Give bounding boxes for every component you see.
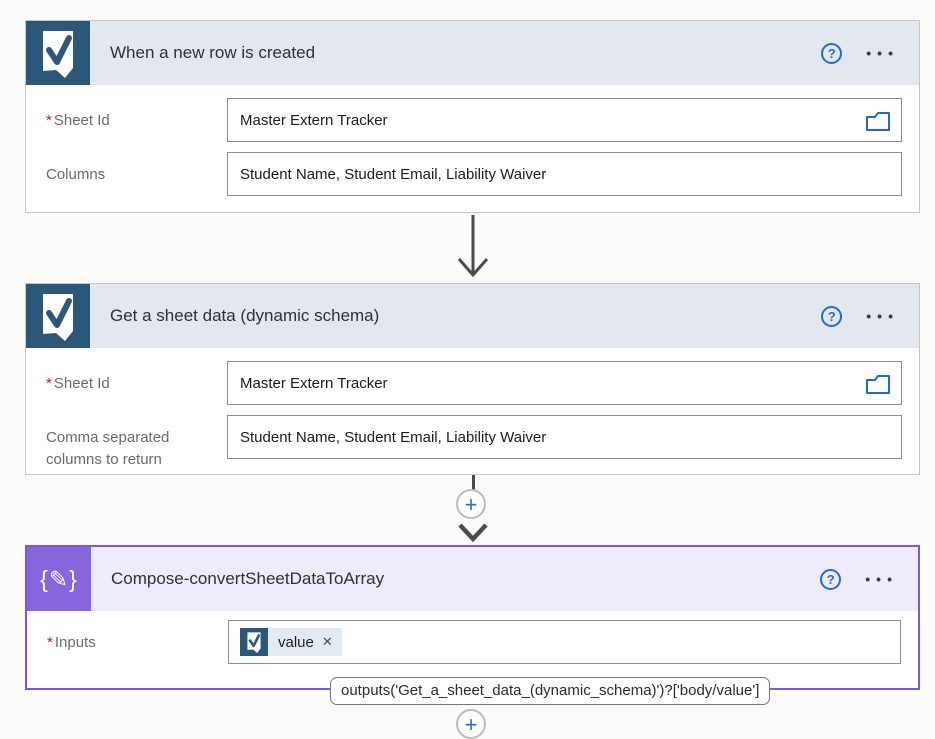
field-row-sheet-id: *Sheet Id	[46, 361, 902, 405]
field-label: Comma separated columns to return	[46, 415, 227, 471]
columns-input-box	[227, 415, 902, 459]
ellipsis-menu-icon[interactable]: •••	[866, 45, 899, 61]
card-title: Get a sheet data (dynamic schema)	[110, 306, 821, 326]
help-icon[interactable]: ?	[820, 569, 841, 590]
required-asterisk: *	[46, 375, 52, 392]
dynamic-content-token-value[interactable]: value ✕	[240, 628, 342, 656]
inputs-token-input[interactable]: value ✕	[228, 620, 901, 664]
folder-picker-icon[interactable]	[865, 109, 891, 133]
field-label: Columns	[46, 152, 227, 196]
card-header[interactable]: Get a sheet data (dynamic schema) ? •••	[26, 284, 919, 348]
folder-picker-icon[interactable]	[865, 372, 891, 396]
field-label: *Inputs	[47, 620, 228, 664]
sheet-id-input[interactable]	[228, 362, 901, 404]
field-label: *Sheet Id	[46, 98, 227, 142]
help-icon[interactable]: ?	[821, 43, 842, 64]
field-row-columns: Columns	[46, 152, 902, 196]
required-asterisk: *	[46, 112, 52, 129]
card-header[interactable]: When a new row is created ? •••	[26, 21, 919, 85]
action-card-when-a-new-row-is-created: When a new row is created ? ••• *Sheet I…	[25, 20, 920, 213]
smartsheet-icon	[26, 284, 90, 348]
ellipsis-menu-icon[interactable]: •••	[865, 571, 898, 587]
columns-input[interactable]	[228, 153, 901, 195]
compose-data-operation-icon: {✎}	[27, 547, 91, 611]
action-card-get-a-sheet-data: Get a sheet data (dynamic schema) ? ••• …	[25, 283, 920, 475]
columns-input[interactable]	[228, 416, 901, 458]
field-row-inputs: *Inputs value ✕	[47, 620, 901, 664]
card-header[interactable]: {✎} Compose-convertSheetDataToArray ? ••…	[27, 547, 918, 611]
columns-input-box	[227, 152, 902, 196]
expression-tooltip: outputs('Get_a_sheet_data_(dynamic_schem…	[330, 677, 770, 705]
action-card-compose-convert-sheet-data-to-array: {✎} Compose-convertSheetDataToArray ? ••…	[25, 545, 920, 690]
sheet-id-input-box	[227, 361, 902, 405]
required-asterisk: *	[47, 634, 53, 651]
sheet-id-input[interactable]	[228, 99, 901, 141]
smartsheet-icon	[240, 628, 268, 656]
arrow-down-icon	[451, 213, 495, 281]
token-remove-icon[interactable]: ✕	[322, 634, 342, 650]
token-label: value	[278, 634, 314, 651]
field-row-comma-separated-columns: Comma separated columns to return	[46, 415, 902, 471]
ellipsis-menu-icon[interactable]: •••	[866, 308, 899, 324]
card-title: When a new row is created	[110, 43, 821, 63]
insert-step-plus-icon[interactable]: +	[456, 709, 486, 739]
field-row-sheet-id: *Sheet Id	[46, 98, 902, 142]
card-title: Compose-convertSheetDataToArray	[111, 569, 820, 589]
field-label: *Sheet Id	[46, 361, 227, 405]
insert-step-plus-icon[interactable]: +	[456, 489, 486, 519]
help-icon[interactable]: ?	[821, 306, 842, 327]
arrowhead-down-icon	[451, 522, 495, 544]
smartsheet-icon	[26, 21, 90, 85]
flow-canvas: When a new row is created ? ••• *Sheet I…	[0, 0, 935, 724]
sheet-id-input-box	[227, 98, 902, 142]
